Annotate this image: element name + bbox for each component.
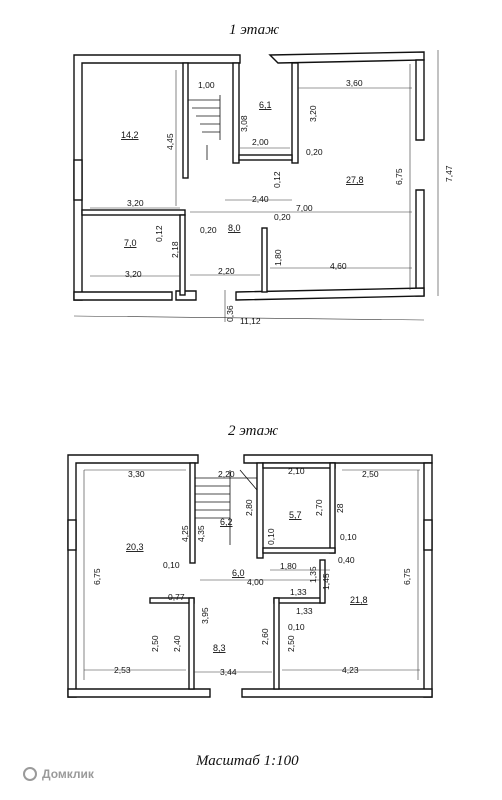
dimension-label: 0,20 [306, 147, 323, 157]
room-area: 14,2 [121, 130, 139, 140]
room-area: 6,2 [220, 517, 233, 527]
dimension-label: 0,36 [225, 305, 235, 322]
room-area: 21,8 [350, 595, 368, 605]
dimension-label: 2,53 [114, 665, 131, 675]
dimension-label: 0,77 [168, 592, 185, 602]
dimension-label: 2,80 [244, 499, 254, 516]
dimension-label: 2,00 [252, 137, 269, 147]
floor2-stairs [195, 469, 258, 545]
scale-label: Масштаб 1:100 [195, 753, 299, 769]
room-area: 5,7 [289, 510, 302, 520]
room-area: 8,3 [213, 643, 226, 653]
dimension-label: 7,00 [296, 203, 313, 213]
dimension-label: 4,25 [180, 525, 190, 542]
floor1-stairs [188, 95, 221, 160]
dimension-label: 2,10 [288, 466, 305, 476]
floor2-dimension-lines [83, 469, 420, 680]
dimension-label: 2,70 [314, 499, 324, 516]
watermark-logo-icon [23, 767, 37, 781]
dimension-label: 0,20 [200, 225, 217, 235]
dimension-label: 0,10 [266, 528, 276, 545]
dimension-label: 2,18 [170, 241, 180, 258]
dimension-label: 4,60 [330, 261, 347, 271]
dimension-label: 3,60 [346, 78, 363, 88]
dimension-label: 1,33 [296, 606, 313, 616]
dimension-label: 1,35 [308, 566, 318, 583]
room-area: 20,3 [126, 542, 144, 552]
room-area: 8,0 [228, 223, 241, 233]
dimension-label: 2,20 [218, 469, 235, 479]
dimension-label: 6,75 [92, 568, 102, 585]
floor2-walls [67, 454, 433, 698]
dimension-label: 28 [335, 503, 345, 513]
dimension-label: 6,75 [402, 568, 412, 585]
dimension-label: 0,10 [340, 532, 357, 542]
floor2-title: 2 этаж [228, 423, 278, 439]
dimension-label: 4,45 [165, 133, 175, 150]
floor1-walls [73, 51, 425, 301]
floor1-dimension-lines [73, 50, 439, 322]
floor1-title: 1 этаж [229, 22, 279, 38]
dimension-label: 0,12 [154, 225, 164, 242]
dimension-label: 3,20 [125, 269, 142, 279]
dimension-label: 0,10 [163, 560, 180, 570]
dimension-label: 11,12 [240, 316, 261, 326]
room-area: 7,0 [124, 238, 137, 248]
dimension-label: 2,20 [218, 266, 235, 276]
dimension-label: 2,40 [172, 635, 182, 652]
dimension-label: 3,95 [200, 607, 210, 624]
dimension-label: 3,20 [127, 198, 144, 208]
watermark: Домклик [23, 767, 95, 781]
room-area: 6,0 [232, 568, 245, 578]
dimension-label: 0,12 [272, 171, 282, 188]
watermark-text: Домклик [42, 767, 95, 781]
room-area: 6,1 [259, 100, 272, 110]
dimension-label: 1,00 [198, 80, 215, 90]
dimension-label: 7,47 [444, 165, 454, 182]
dimension-label: 0,20 [274, 212, 291, 222]
dimension-label: 3,30 [128, 469, 145, 479]
dimension-label: 2,50 [286, 635, 296, 652]
dimension-label: 1,80 [273, 249, 283, 266]
room-area: 27,8 [346, 175, 364, 185]
dimension-label: 1,45 [321, 573, 331, 590]
dimension-label: 6,75 [394, 168, 404, 185]
dimension-label: 4,23 [342, 665, 359, 675]
dimension-label: 2,50 [150, 635, 160, 652]
dimension-label: 1,80 [280, 561, 297, 571]
dimension-label: 4,35 [196, 525, 206, 542]
dimension-label: 3,08 [239, 115, 249, 132]
dimension-label: 3,44 [220, 667, 237, 677]
dimension-label: 1,33 [290, 587, 307, 597]
dimension-label: 2,60 [260, 628, 270, 645]
dimension-label: 3,20 [308, 105, 318, 122]
dimension-label: 2,40 [252, 194, 269, 204]
dimension-label: 4,00 [247, 577, 264, 587]
dimension-label: 0,40 [338, 555, 355, 565]
dimension-label: 2,50 [362, 469, 379, 479]
dimension-label: 0,10 [288, 622, 305, 632]
